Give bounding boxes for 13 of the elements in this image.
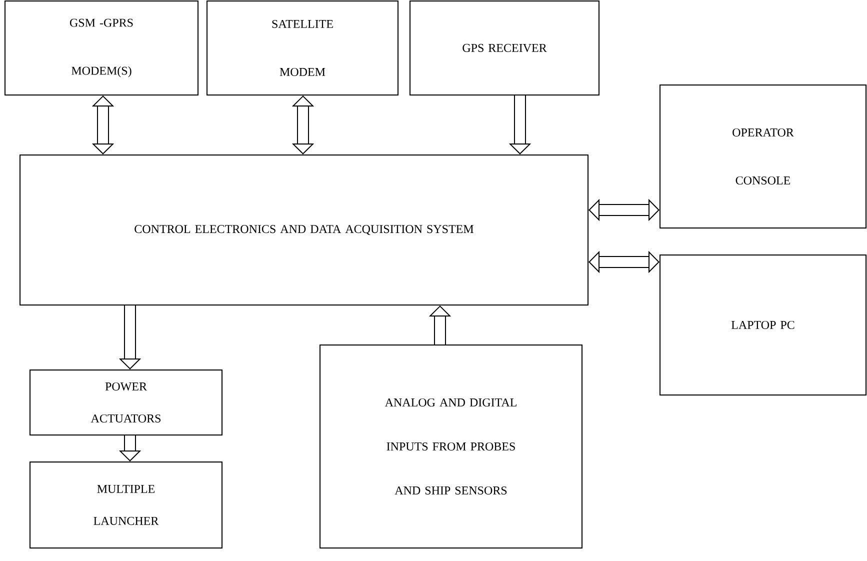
- receiver-box: GPS RECEIVER: [410, 0, 600, 96]
- console-box: OPERATOR CONSOLE: [660, 84, 866, 228]
- block-arrow: [588, 250, 660, 274]
- block-arrow: [92, 96, 114, 154]
- inputs-box: ANALOG AND DIGITAL INPUTS FROM PROBES AND SHIP SENSORS: [320, 344, 582, 548]
- block-arrow: [292, 96, 314, 154]
- block-arrow: [588, 198, 660, 222]
- modem-box: GSM -GPRS MODEM(S): [4, 0, 198, 96]
- launcher-box: MULTIPLE LAUNCHER: [30, 461, 222, 548]
- computer-box: LAPTOP PC: [660, 254, 866, 396]
- modem-box: SATELLITE MODEM: [206, 0, 398, 96]
- system-box: CONTROL ELECTRONICS AND DATA ACQUISITION SYSTEM: [20, 154, 588, 306]
- actuator-box: POWER ACTUATORS: [30, 369, 222, 436]
